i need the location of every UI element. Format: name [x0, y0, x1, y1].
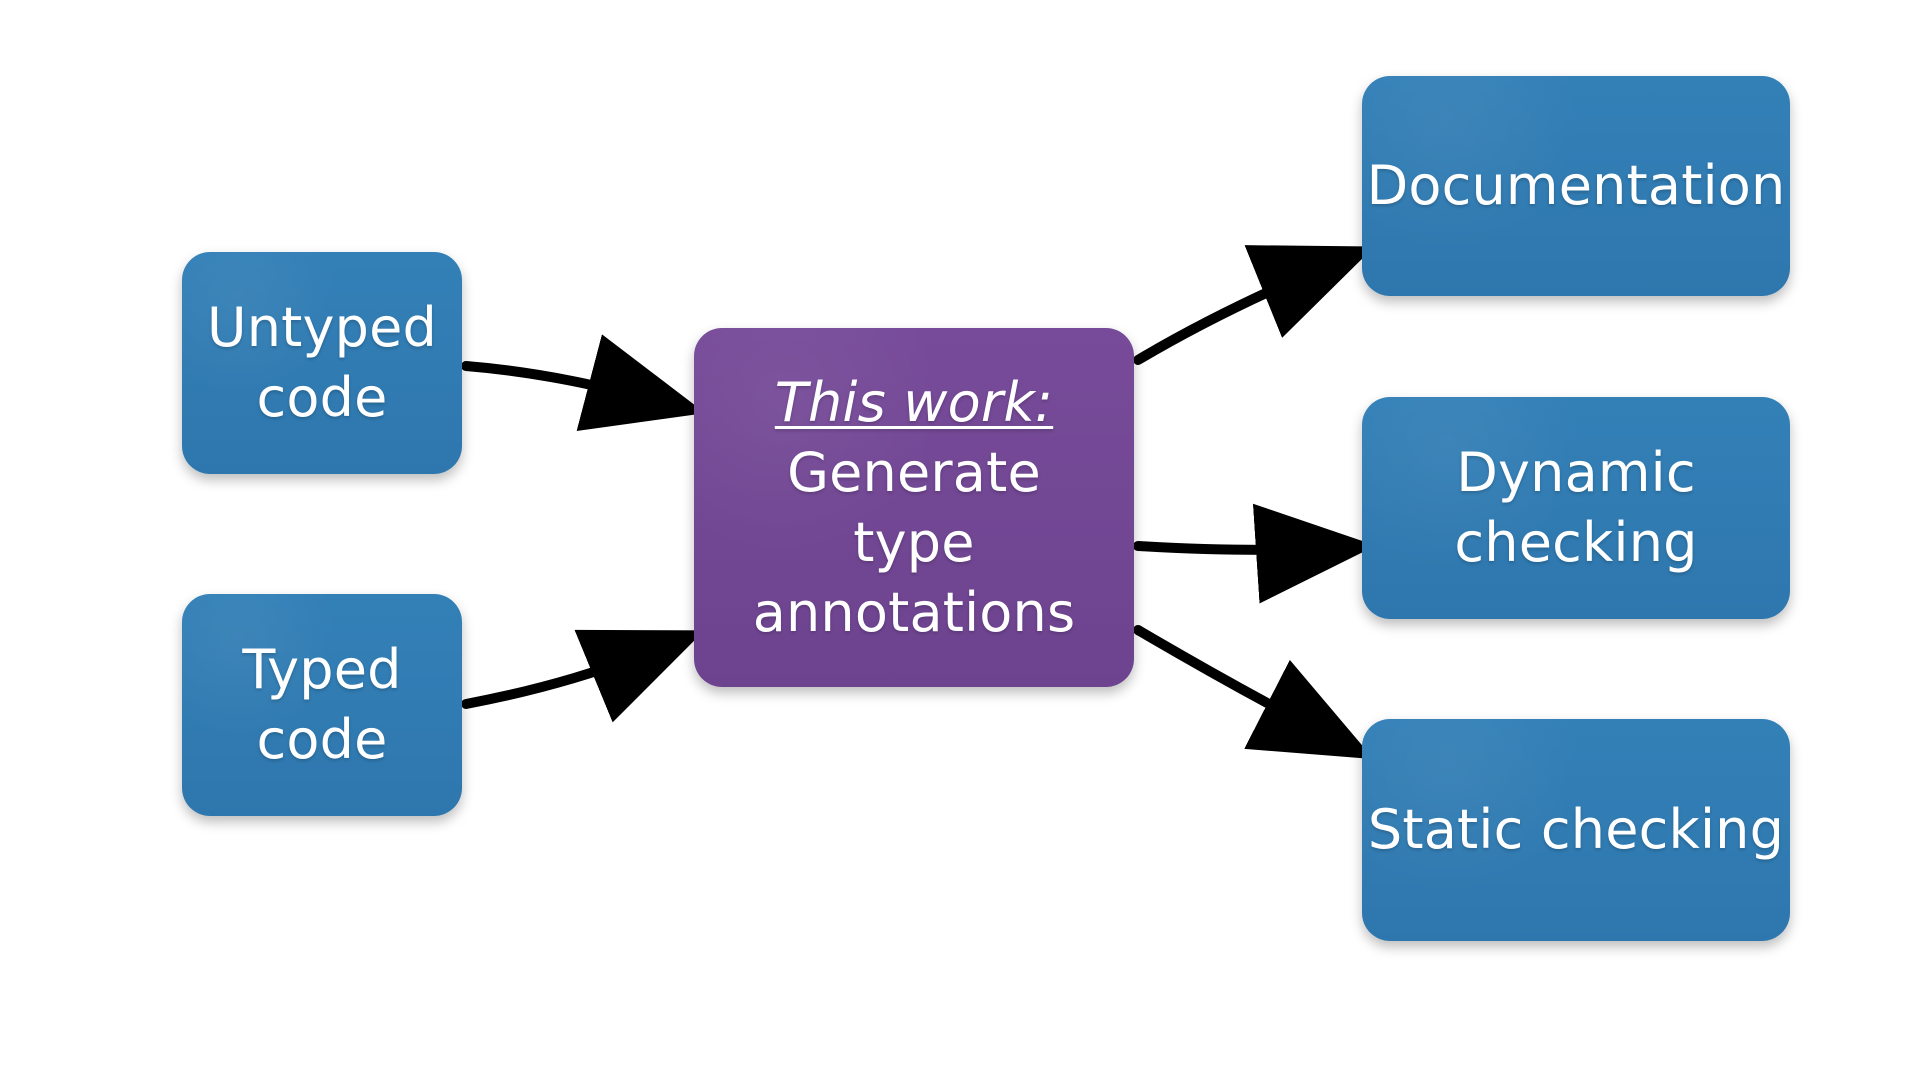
static-label: Static checking: [1367, 798, 1785, 861]
arrow-typed-to-center: [461, 629, 705, 723]
typed-code-node: Typed code: [182, 594, 462, 816]
static-checking-node: Static checking: [1362, 719, 1790, 941]
arrow-center-to-dynamic: [1133, 503, 1376, 604]
center-label-line-3: type: [853, 510, 975, 574]
typed-label-line-2: code: [256, 708, 388, 771]
center-label-line-4: annotations: [752, 580, 1076, 644]
dynamic-label-line-2: checking: [1454, 511, 1698, 574]
documentation-node: Documentation: [1362, 76, 1790, 296]
center-label-line-2: Generate: [787, 440, 1041, 504]
dynamic-label-line-1: Dynamic: [1456, 441, 1696, 504]
untyped-label-line-2: code: [256, 366, 388, 429]
center-label-line-1: This work:: [774, 370, 1054, 434]
documentation-label: Documentation: [1366, 154, 1786, 217]
untyped-label-line-1: Untyped: [206, 296, 438, 359]
dynamic-checking-node: Dynamic checking: [1362, 397, 1790, 619]
arrow-untyped-to-center: [461, 334, 706, 432]
arrow-center-to-documentation: [1133, 245, 1375, 365]
arrow-center-to-static: [1133, 625, 1374, 760]
untyped-code-node: Untyped code: [182, 252, 462, 474]
typed-label-line-1: Typed: [242, 638, 402, 701]
generate-type-annotations-node: This work: Generate type annotations: [694, 328, 1134, 687]
